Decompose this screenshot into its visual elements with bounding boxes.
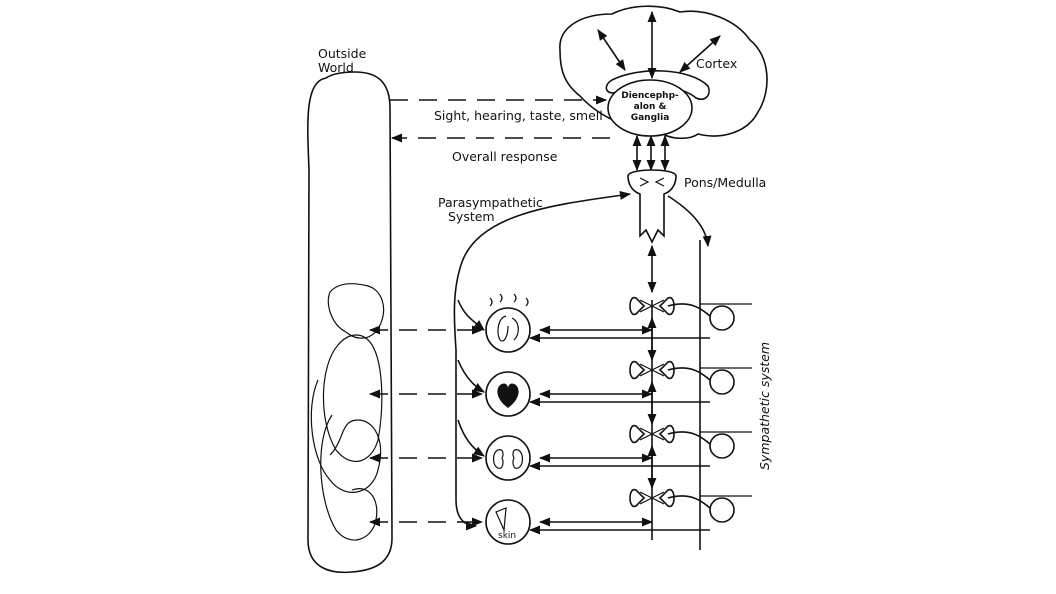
outside-world-label-2: World	[318, 60, 354, 75]
parasympathetic-label-2: System	[448, 209, 495, 224]
inner-organ-contour-3	[310, 379, 382, 493]
spinal-segment-1	[528, 296, 735, 343]
sympathetic-system-label: Sympathetic system	[757, 342, 772, 470]
brain: Diencephp- alon & Ganglia Cortex	[559, 5, 768, 140]
organ-kidneys	[485, 435, 531, 481]
diencephalon-label-2: alon &	[634, 102, 667, 112]
parasympathetic-system: Parasympathetic System	[438, 190, 632, 531]
kidneys-icon	[492, 449, 524, 469]
outside-world-body	[307, 71, 393, 574]
overall-response-label: Overall response	[452, 149, 558, 164]
diencephalon-label-3: Ganglia	[631, 113, 670, 123]
senses-label: Sight, hearing, taste, smell	[434, 108, 603, 123]
spinal-segment-4	[528, 488, 735, 535]
overall-response: Overall response	[390, 133, 610, 164]
pons-medulla-label: Pons/Medulla	[684, 175, 766, 190]
organ-world-links	[368, 325, 484, 527]
parasympathetic-label-1: Parasympathetic	[438, 195, 543, 210]
diencephalon-label-1: Diencephp-	[621, 91, 679, 101]
heart-icon	[497, 383, 519, 408]
skin-icon: skin	[495, 507, 516, 541]
pons-medulla-shape	[627, 169, 677, 244]
sensory-input: Sight, hearing, taste, smell	[390, 95, 608, 123]
spinal-segment-3	[528, 424, 735, 471]
sympathetic-system: Sympathetic system	[528, 195, 772, 550]
corpus-band	[605, 70, 710, 101]
brainstem: Pons/Medulla	[627, 134, 766, 294]
inner-organ-contour-2	[322, 334, 383, 462]
outside-world: Outside World	[307, 46, 393, 574]
skin-label: skin	[498, 531, 516, 541]
inner-organ-contour-1	[327, 283, 385, 339]
cortex-shape	[559, 5, 768, 140]
outside-world-label-1: Outside	[318, 46, 367, 61]
spinal-segment-2	[528, 360, 735, 407]
lungs-icon	[489, 293, 529, 342]
organ-skin: skin	[485, 499, 531, 545]
inner-organ-contour-4	[320, 414, 378, 541]
cortex-label: Cortex	[696, 56, 737, 71]
organ-lungs	[485, 293, 531, 353]
organ-heart	[485, 371, 531, 417]
